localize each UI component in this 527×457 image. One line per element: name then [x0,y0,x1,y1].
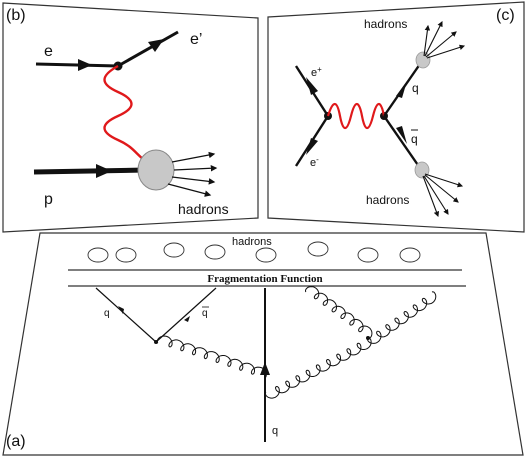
hadron-track-3 [171,176,216,185]
hadron-track-4 [167,183,212,197]
hadron-blob-bottom [414,161,430,179]
svg-text:q: q [411,132,418,146]
electron-out-arrow [148,39,164,52]
electron-in-line [35,62,119,68]
proton-label: p [44,191,53,208]
jet-bottom [422,173,464,218]
gluon-right-upper-a [304,286,373,339]
panel-a-label: (a) [6,433,26,450]
panel-c-frame [267,1,525,233]
gluon-right-upper-b [366,291,437,344]
hadrons-label-bottom: hadrons [366,193,409,207]
right-split-vertex [366,336,370,340]
fragmentation-title: Fragmentation Function [207,273,322,285]
antiquark-label-a: q [202,306,209,319]
electron-in-arrow [78,59,92,71]
hadron-track-1 [171,151,216,163]
proton-arrow [96,164,112,178]
quark-arrow-c [396,81,407,98]
gluon-right-lower [264,337,372,399]
panel-a: (a) hadrons Fragmentation Function q q q [2,232,524,456]
hadrons-label-b: hadrons [178,201,229,217]
quark-line-left [95,287,157,343]
jet-top [423,21,466,59]
quark-label-c: q [412,81,419,95]
gluon-left [156,335,267,379]
panel-b-label: (b) [6,7,26,24]
hadrons-label-top: hadrons [364,17,407,31]
hadron-track-2 [173,165,218,172]
panel-c-label: (c) [496,7,515,24]
svg-text:q: q [202,308,208,319]
antiquark-line-a [155,287,217,343]
positron-label: e+ [311,65,322,79]
panel-c: (c) e+ e- q hadrons q [267,1,525,233]
hadron-blob-top [415,51,431,69]
electron-out-line [117,30,179,68]
proton-line [33,167,147,175]
photon-wave-b [103,64,151,166]
electron-out-label: e’ [190,31,202,48]
electron-in-label: e [44,43,53,60]
antiquark-label-c: q [411,129,418,146]
positron-arrow [306,77,318,95]
antiquark-line-c [383,115,421,169]
electron-arrow-c [306,138,318,155]
central-quark-arrow [260,362,270,375]
panel-b-frame [2,2,259,233]
hadron-circles [87,241,421,263]
photon-wave-c [326,102,386,130]
quark-arrow-left [118,306,124,314]
quark-bottom-label: q [272,425,278,437]
electron-label-c: e- [310,155,319,169]
quark-label-left: q [104,308,110,319]
antiquark-arrow-a [184,316,190,322]
panel-a-frame [2,232,524,456]
panel-b: (b) e e’ p hadrons [2,2,259,233]
antiquark-arrow-c [396,126,407,144]
hadrons-label-a: hadrons [232,236,272,248]
